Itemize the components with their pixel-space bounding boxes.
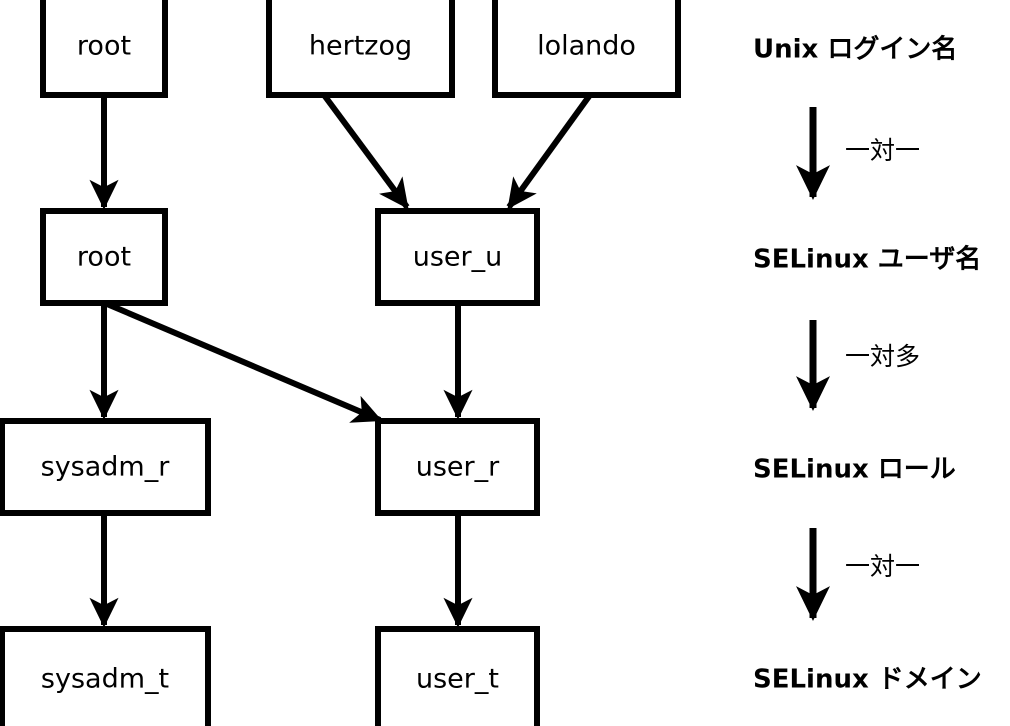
node-se_root[interactable]: root	[40, 208, 168, 306]
edges-layer	[89, 93, 593, 628]
node-label: lolando	[537, 31, 636, 62]
node-role_user[interactable]: user_r	[375, 418, 540, 516]
node-box	[0, 626, 211, 726]
legend-card-role-to-domain: 一対一	[796, 528, 920, 622]
edge-se_root-to-role_user	[105, 301, 383, 423]
node-box	[266, 0, 455, 98]
node-box	[375, 626, 540, 726]
node-label: hertzog	[309, 31, 412, 62]
node-box	[40, 208, 168, 306]
node-role_sysadm[interactable]: sysadm_r	[0, 418, 211, 516]
legend-cardinality-label: 一対一	[845, 552, 920, 581]
node-unix_hertzog[interactable]: hertzog	[266, 0, 455, 98]
node-label: root	[77, 242, 131, 273]
legend-cardinality-label: 一対一	[845, 136, 920, 165]
arrow-line	[105, 301, 383, 423]
arrow-line	[321, 93, 410, 210]
node-se_user_u[interactable]: user_u	[375, 208, 540, 306]
node-box	[0, 418, 211, 516]
legend-stage-selinux-role: SELinux ロール	[753, 455, 956, 485]
node-label: user_u	[413, 242, 503, 273]
legend-stage-selinux-user: SELinux ユーザ名	[753, 244, 981, 275]
node-label: sysadm_t	[41, 664, 169, 695]
legend-layer: Unix ログイン名 SELinux ユーザ名 SELinux ロール SELinux…	[753, 34, 982, 695]
legend-stage-selinux-domain: SELinux ドメイン	[753, 665, 982, 695]
node-box	[375, 418, 540, 516]
node-box	[40, 0, 168, 98]
node-unix_lolando[interactable]: lolando	[492, 0, 681, 98]
node-label: user_t	[416, 664, 499, 695]
node-box	[492, 0, 681, 98]
node-dom_sysadm[interactable]: sysadm_t	[0, 626, 211, 726]
node-label: sysadm_r	[41, 452, 171, 483]
node-box	[375, 208, 540, 306]
legend-stage-unix-login: Unix ログイン名	[753, 34, 957, 65]
arrow-line	[506, 93, 593, 210]
legend-cardinality-label: 一対多	[845, 342, 920, 371]
node-dom_user[interactable]: user_t	[375, 626, 540, 726]
edge-unix_lolando-to-se_user_u	[506, 93, 593, 210]
node-unix_root[interactable]: root	[40, 0, 168, 98]
legend-card-login-to-user: 一対一	[796, 107, 920, 201]
node-label: root	[77, 31, 131, 62]
edge-unix_hertzog-to-se_user_u	[321, 93, 410, 210]
node-label: user_r	[416, 452, 500, 483]
legend-card-user-to-role: 一対多	[796, 320, 920, 412]
